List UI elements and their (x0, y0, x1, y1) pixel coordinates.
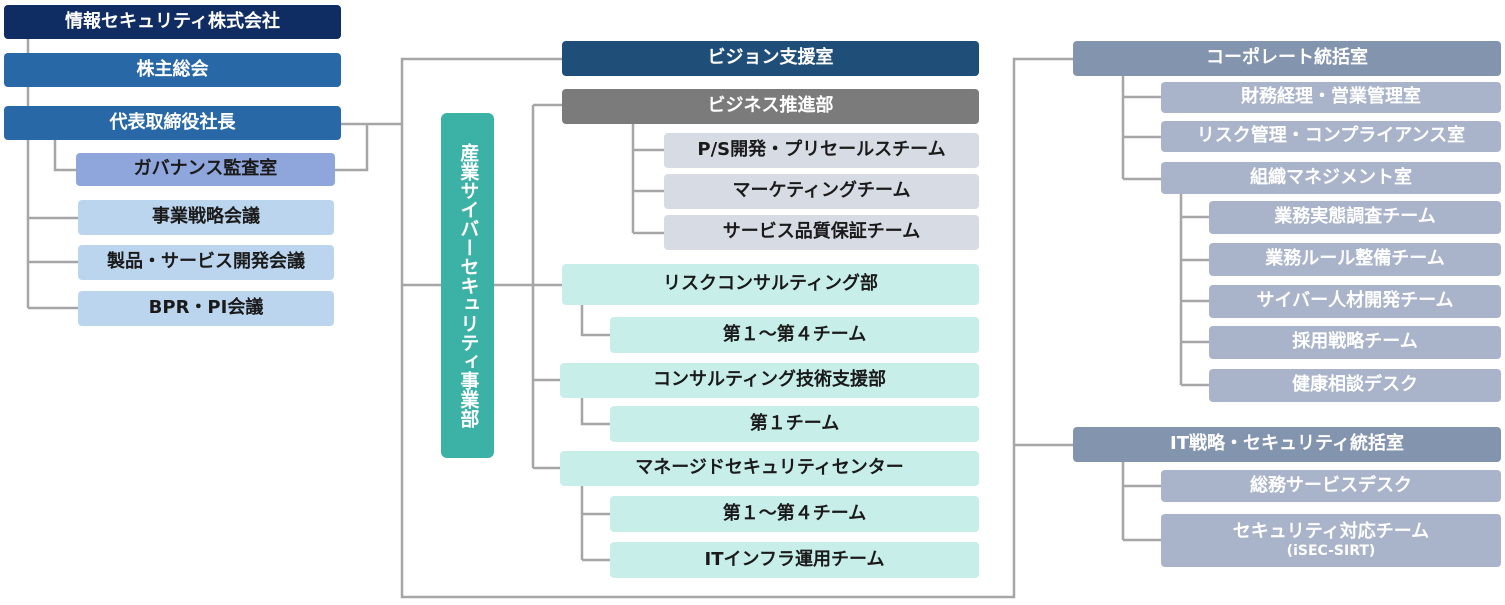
corporate-unit-box: リスク管理・コンプライアンス室 (1161, 121, 1501, 152)
org-team-box: 健康相談デスク (1209, 369, 1501, 402)
business-team-box: マーケティングチーム (664, 174, 979, 209)
team-label: 健康相談デスク (1292, 374, 1418, 396)
unit-label: セキュリティ対応チーム (1232, 521, 1430, 543)
company-box: 情報セキュリティ株式会社 (4, 5, 341, 39)
managed-box: マネージドセキュリティセンター (560, 451, 979, 486)
it-box: IT戦略・セキュリティ統括室 (1073, 427, 1501, 462)
consulting-team-box: 第１チーム (610, 406, 979, 442)
consulting-box: コンサルティング技術支援部 (560, 363, 979, 398)
org-team-box: サイバー人材開発チーム (1209, 285, 1501, 318)
division-label: 産業サイバーセキュリティ事業部 (457, 143, 480, 428)
team-label: 第１チーム (749, 412, 840, 434)
unit-label: 総務サービスデスク (1250, 474, 1412, 496)
unit-sublabel: (iSEC-SIRT) (1286, 542, 1376, 559)
team-label: 業務実態調査チーム (1274, 206, 1436, 228)
corporate-unit-box: 財務経理・営業管理室 (1161, 82, 1501, 113)
org-team-box: 採用戦略チーム (1209, 326, 1501, 359)
shareholders-label: 株主総会 (136, 58, 209, 80)
company-label: 情報セキュリティ株式会社 (65, 10, 280, 32)
shareholders-box: 株主総会 (4, 53, 341, 87)
team-label: サイバー人材開発チーム (1256, 290, 1454, 312)
meeting-box: 製品・サービス開発会議 (78, 245, 334, 280)
meeting-label: BPR・PI会議 (148, 297, 264, 319)
business-team-box: P/S開発・プリセールスチーム (664, 133, 979, 168)
meeting-box: BPR・PI会議 (78, 291, 334, 326)
governance-label: ガバナンス監査室 (133, 158, 278, 180)
team-label: 第１～第４チーム (722, 502, 867, 524)
team-label: 業務ルール整備チーム (1265, 248, 1445, 270)
org-team-box: 業務ルール整備チーム (1209, 243, 1501, 276)
meeting-box: 事業戦略会議 (78, 200, 334, 235)
division-box: 産業サイバーセキュリティ事業部 (441, 113, 494, 458)
business-label: ビジネス推進部 (707, 95, 834, 117)
team-label: ITインフラ運用チーム (704, 548, 885, 570)
managed-team-box: ITインフラ運用チーム (610, 542, 979, 578)
it-unit-box: セキュリティ対応チーム (iSEC-SIRT) (1161, 514, 1501, 567)
corporate-box: コーポレート統括室 (1073, 41, 1501, 76)
ceo-label: 代表取締役社長 (109, 111, 236, 133)
unit-label: リスク管理・コンプライアンス室 (1196, 125, 1466, 147)
team-label: P/S開発・プリセールスチーム (697, 139, 946, 161)
risk-box: リスクコンサルティング部 (562, 264, 979, 305)
vision-label: ビジョン支援室 (707, 47, 834, 69)
risk-team-box: 第１～第４チーム (610, 317, 979, 353)
ceo-box: 代表取締役社長 (4, 106, 341, 140)
org-team-box: 業務実態調査チーム (1209, 201, 1501, 234)
meeting-label: 製品・サービス開発会議 (107, 251, 305, 273)
risk-label: リスクコンサルティング部 (663, 273, 878, 295)
it-unit-box: 総務サービスデスク (1161, 470, 1501, 502)
unit-label: 組織マネジメント室 (1250, 166, 1412, 188)
team-label: サービス品質保証チーム (722, 221, 921, 243)
team-label: 第１～第４チーム (722, 323, 867, 345)
consulting-label: コンサルティング技術支援部 (653, 369, 886, 391)
unit-label: 財務経理・営業管理室 (1241, 86, 1421, 108)
meeting-label: 事業戦略会議 (152, 206, 260, 228)
governance-box: ガバナンス監査室 (76, 153, 335, 186)
corporate-unit-box: 組織マネジメント室 (1161, 162, 1501, 194)
business-team-box: サービス品質保証チーム (664, 215, 979, 250)
team-label: 採用戦略チーム (1292, 331, 1418, 353)
managed-team-box: 第１～第４チーム (610, 496, 979, 532)
team-label: マーケティングチーム (732, 180, 911, 202)
vision-box: ビジョン支援室 (562, 41, 979, 76)
it-label: IT戦略・セキュリティ統括室 (1170, 433, 1404, 455)
corporate-label: コーポレート統括室 (1206, 47, 1368, 69)
managed-label: マネージドセキュリティセンター (635, 457, 904, 479)
business-box: ビジネス推進部 (562, 89, 979, 124)
